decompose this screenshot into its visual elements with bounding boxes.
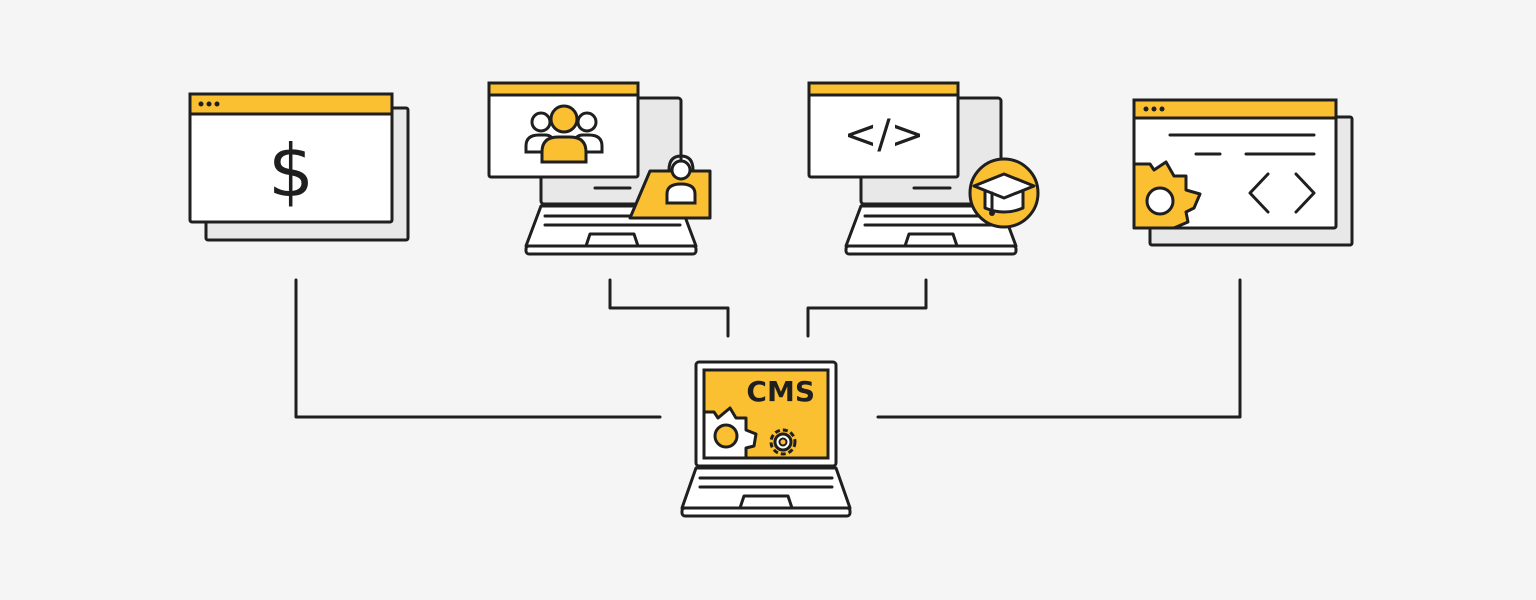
developer-laptop-icon: </>: [807, 81, 1040, 256]
title-bar: [188, 92, 394, 116]
code-glyph: </>: [844, 112, 925, 158]
trackpad: [584, 232, 640, 248]
trackpad: [903, 232, 959, 248]
gear-icon: [702, 406, 758, 460]
connector-lines: [294, 278, 1242, 419]
billing-window-icon: $: [188, 92, 410, 242]
title-bar: [1132, 98, 1338, 120]
window-dot: [1159, 106, 1165, 112]
settings-code-window-icon: [1132, 98, 1354, 247]
hub-label: CMS: [746, 375, 815, 408]
laptop-base: [524, 244, 698, 256]
team-icon: [524, 104, 604, 164]
angle-left: [1248, 172, 1270, 214]
window-dot: [198, 101, 204, 107]
title-bar: [807, 81, 960, 97]
title-bar: [487, 81, 640, 97]
trackpad: [738, 494, 794, 510]
connector-developer: [806, 278, 928, 338]
connector-support: [608, 278, 730, 338]
gear-icon: [1132, 160, 1202, 230]
angle-right: [1294, 172, 1316, 214]
headset-badge-icon: [628, 154, 712, 220]
laptop-base: [844, 244, 1018, 256]
window-dot: [1151, 106, 1157, 112]
window-dot: [206, 101, 212, 107]
dollar-glyph: $: [268, 129, 314, 213]
window-dot: [214, 101, 220, 107]
graduation-cap-icon: [968, 157, 1040, 229]
laptop-base: [680, 506, 852, 518]
window-dot: [1143, 106, 1149, 112]
connector-settings: [876, 278, 1242, 419]
connector-billing: [294, 278, 662, 419]
cms-laptop-icon: CMS: [680, 360, 852, 518]
small-gear-icon: [769, 428, 797, 456]
support-laptop-icon: [487, 81, 712, 256]
